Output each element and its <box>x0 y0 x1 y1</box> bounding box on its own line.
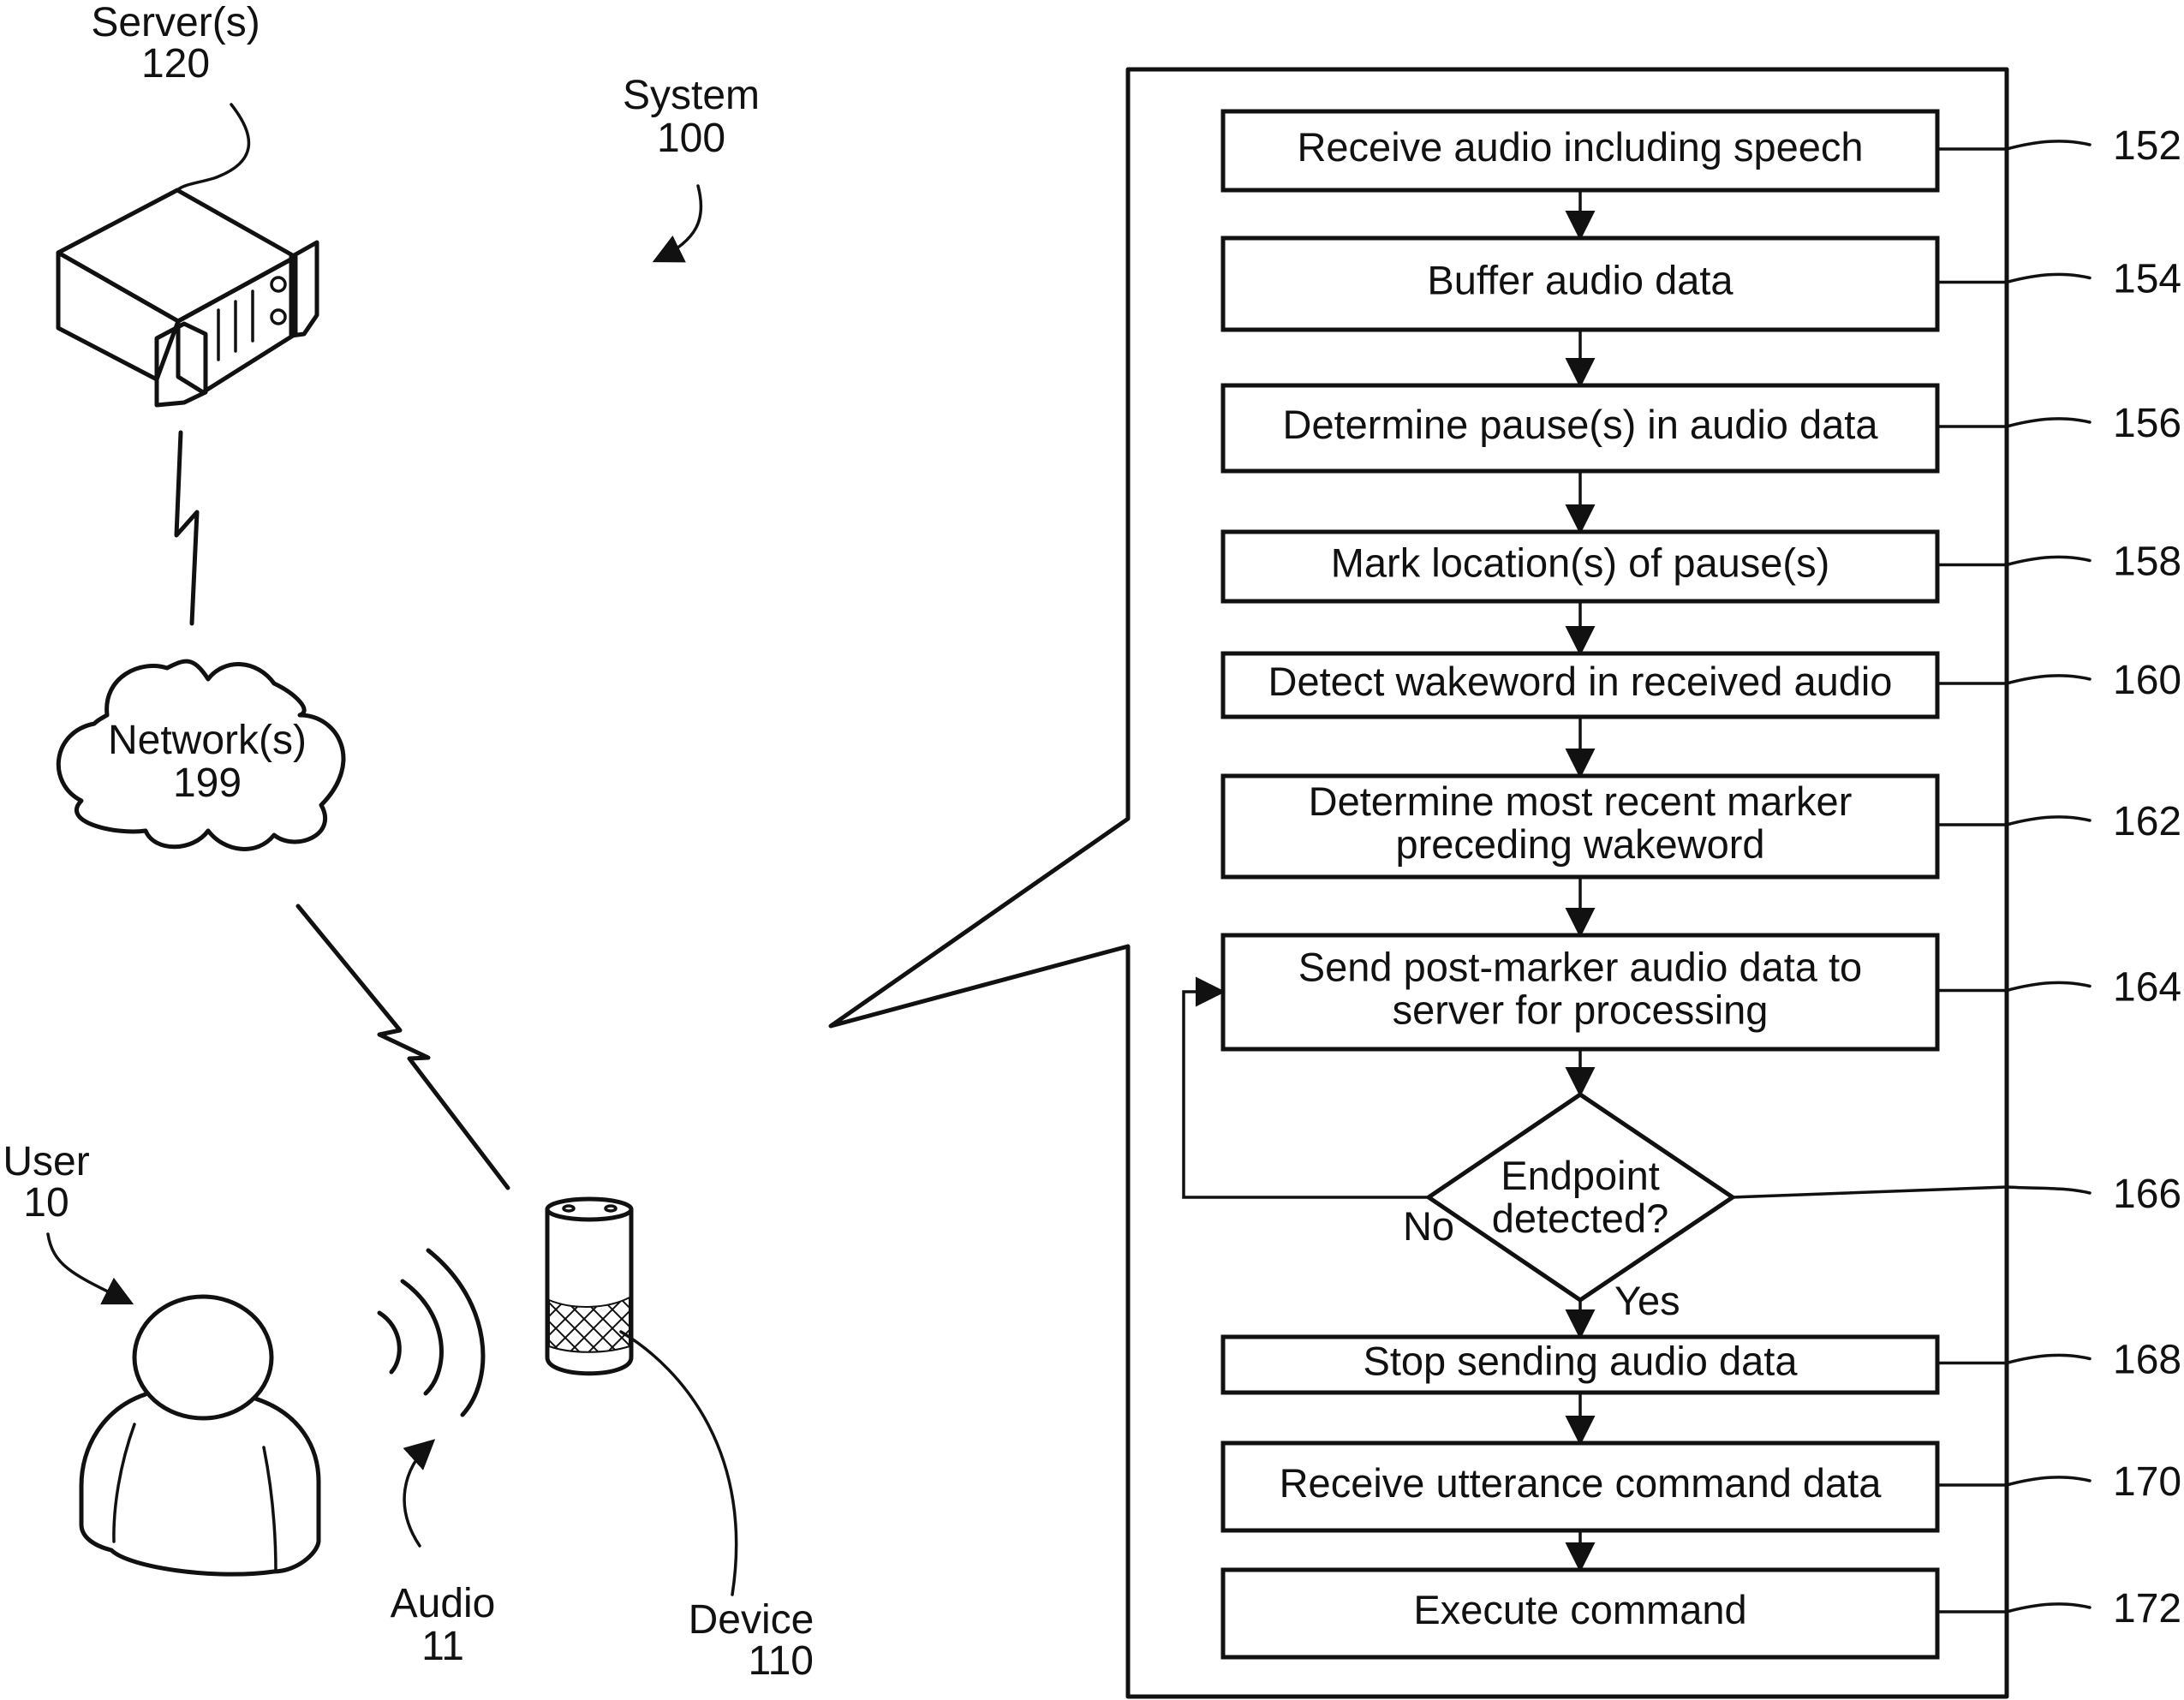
flow-step-box <box>1220 1567 1940 1660</box>
flowchart: Receive audio including speech 152Buffer … <box>1182 109 2181 1660</box>
reference-leader-line <box>1936 674 2092 685</box>
flow-step-text: Determine pause(s) in audio data <box>1283 402 1879 447</box>
wireless-link-server-network <box>174 430 200 626</box>
device-ref: 110 <box>748 1638 814 1684</box>
flow-step-158: Mark location(s) of pause(s) 158 <box>1220 469 2181 604</box>
flow-step-168: Stop sending audio data 168 <box>1220 1298 2181 1395</box>
network-label: Network(s) 199 <box>108 718 307 806</box>
flow-step-text: Receive audio including speech <box>1297 124 1863 170</box>
reference-number: 168 <box>2113 1338 2181 1383</box>
flow-step-box <box>1220 109 1940 193</box>
reference-leader-line <box>1936 1476 2092 1487</box>
flow-step-text: preceding wakeword <box>1395 821 1764 867</box>
no-branch-loop-arrow <box>1182 976 1430 1199</box>
server-label: Server(s) 120 <box>91 0 260 86</box>
reference-leader-line <box>1936 555 2092 567</box>
server-name: Server(s) <box>91 0 260 45</box>
system-ref: 100 <box>657 116 725 161</box>
flowchart-callout-frame <box>828 67 2009 1699</box>
reference-leader-line <box>1936 1353 2092 1365</box>
system-name: System <box>623 73 760 118</box>
flow-step-box <box>1220 1441 1940 1533</box>
flow-step-box <box>1220 529 1940 604</box>
flow-step-box <box>1220 1334 1940 1395</box>
server-ref: 120 <box>141 41 210 86</box>
reference-number: 158 <box>2113 540 2181 585</box>
network-cloud-icon <box>56 659 346 851</box>
reference-leader-line <box>1936 140 2092 151</box>
reference-number: 164 <box>2113 965 2181 1011</box>
network-ref: 199 <box>173 761 242 806</box>
network-name: Network(s) <box>108 718 307 763</box>
wireless-link-network-device <box>295 904 510 1190</box>
device-name: Device <box>689 1597 815 1643</box>
reference-number: 154 <box>2113 257 2181 302</box>
reference-number: 162 <box>2113 799 2181 844</box>
audio-name: Audio <box>391 1581 496 1626</box>
reference-number: 152 <box>2113 123 2181 169</box>
yes-branch-label: Yes <box>1614 1278 1680 1323</box>
reference-leader-line <box>1731 1185 2092 1199</box>
flow-step-text: Stop sending audio data <box>1364 1339 1799 1384</box>
audio-label: Audio 11 <box>391 1581 496 1669</box>
flow-step-152: Receive audio including speech 152 <box>1220 109 2181 193</box>
server-leader-line <box>176 103 251 192</box>
reference-leader-line <box>1936 417 2092 428</box>
user-name: User <box>3 1139 89 1184</box>
reference-number: 166 <box>2113 1172 2181 1217</box>
reference-leader-line <box>1936 815 2092 826</box>
flow-step-box <box>1220 651 1940 719</box>
flow-step-170: Receive utterance command data 170 <box>1220 1391 2181 1533</box>
reference-number: 172 <box>2113 1586 2181 1631</box>
flow-step-text: Execute command <box>1413 1587 1746 1632</box>
flow-step-text: server for processing <box>1393 987 1769 1033</box>
reference-number: 160 <box>2113 658 2181 703</box>
flow-step-154: Buffer audio data 154 <box>1220 188 2181 332</box>
audio-ref: 11 <box>421 1624 464 1669</box>
flow-step-text: Mark location(s) of pause(s) <box>1331 540 1829 586</box>
flow-step-box <box>1220 383 1940 474</box>
server-icon <box>56 188 319 408</box>
flow-step-box <box>1220 773 1940 880</box>
reference-leader-line <box>1936 981 2092 993</box>
user-label: User 10 <box>3 1139 89 1226</box>
flow-step-160: Detect wakeword in received audio 160 <box>1220 599 2181 719</box>
user-pointer-arrow <box>46 1232 134 1305</box>
flow-step-text: Buffer audio data <box>1427 258 1733 303</box>
reference-number: 156 <box>2113 401 2181 446</box>
device-icon <box>545 1196 634 1376</box>
flow-step-156: Determine pause(s) in audio data 156 <box>1220 328 2181 474</box>
device-leader-line <box>619 1330 738 1596</box>
flow-step-text: Endpoint <box>1501 1153 1660 1198</box>
user-icon <box>79 1294 321 1577</box>
system-label: System 100 <box>623 73 760 161</box>
no-branch-label: No <box>1403 1203 1454 1249</box>
flow-step-text: Determine most recent marker <box>1309 778 1853 824</box>
reference-number: 170 <box>2113 1459 2181 1505</box>
flow-step-172: Execute command 172 <box>1220 1529 2181 1660</box>
flow-step-text: Receive utterance command data <box>1280 1460 1883 1506</box>
reference-leader-line <box>1936 1602 2092 1614</box>
user-ref: 10 <box>23 1180 69 1226</box>
flow-step-box <box>1220 933 1940 1052</box>
audio-pointer-arrow <box>403 1439 436 1548</box>
flow-step-text: detected? <box>1492 1196 1668 1241</box>
reference-leader-line <box>1936 272 2092 284</box>
flow-step-text: Send post-marker audio data to <box>1298 945 1862 990</box>
system-pointer-arrow <box>652 184 703 263</box>
audio-waves-icon <box>377 1248 486 1417</box>
flow-step-box <box>1220 236 1940 332</box>
flow-step-text: Detect wakeword in received audio <box>1268 659 1893 704</box>
device-label: Device 110 <box>689 1597 815 1684</box>
